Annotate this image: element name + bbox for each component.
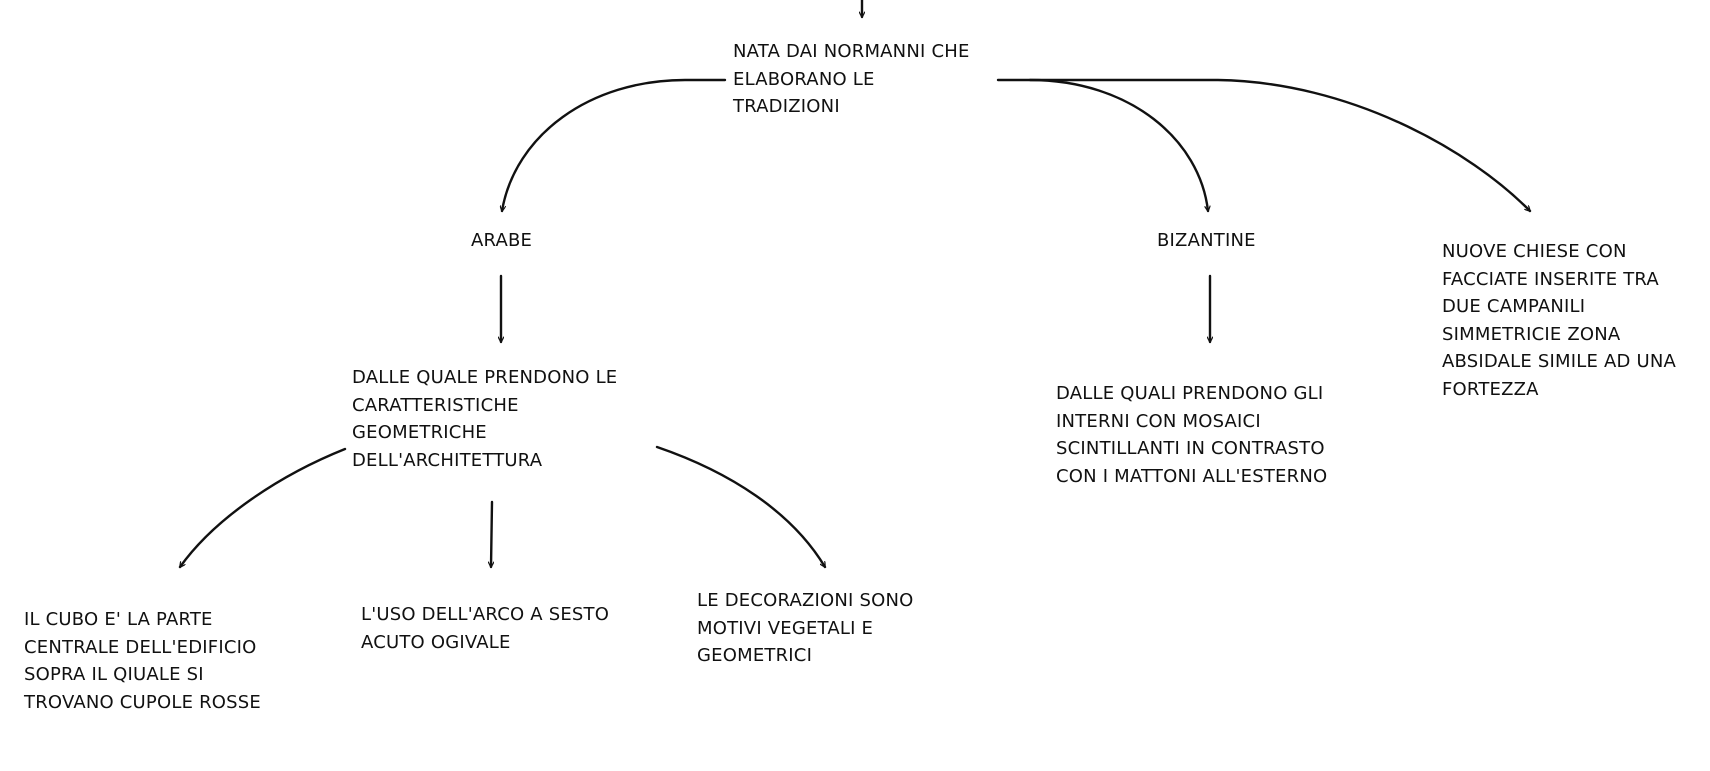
node-nuove-chiese: NUOVE CHIESE CON FACCIATE INSERITE TRA D… <box>1442 241 1677 400</box>
node-normanni: NATA DAI NORMANNI CHE ELABORANO LE TRADI… <box>733 41 970 117</box>
arrow-caratteristiche-to-cubo <box>178 447 347 567</box>
node-arco: L'USO DELL'ARCO A SESTO ACUTO OGIVALE <box>361 604 610 653</box>
node-arabe-caratteristiche: DALLE QUALE PRENDONO LE CARATTERISTICHE … <box>352 367 618 471</box>
node-bizantine: BIZANTINE <box>1157 230 1256 251</box>
arrow-caratteristiche-to-arco <box>491 500 492 569</box>
arrow-normanni-to-nuove-chiese <box>1028 78 1530 211</box>
arrow-normanni-to-bizantine <box>996 78 1208 213</box>
node-decorazioni: LE DECORAZIONI SONO MOTIVI VEGETALI E GE… <box>697 590 914 666</box>
node-arabe: ARABE <box>471 230 533 251</box>
node-cubo: IL CUBO E' LA PARTE CENTRALE DELL'EDIFIC… <box>24 609 261 713</box>
arrow-normanni-to-arabe <box>502 78 727 213</box>
arrow-caratteristiche-to-decorazioni <box>655 445 827 567</box>
node-bizantine-interni: DALLE QUALI PRENDONO GLI INTERNI CON MOS… <box>1056 383 1328 487</box>
